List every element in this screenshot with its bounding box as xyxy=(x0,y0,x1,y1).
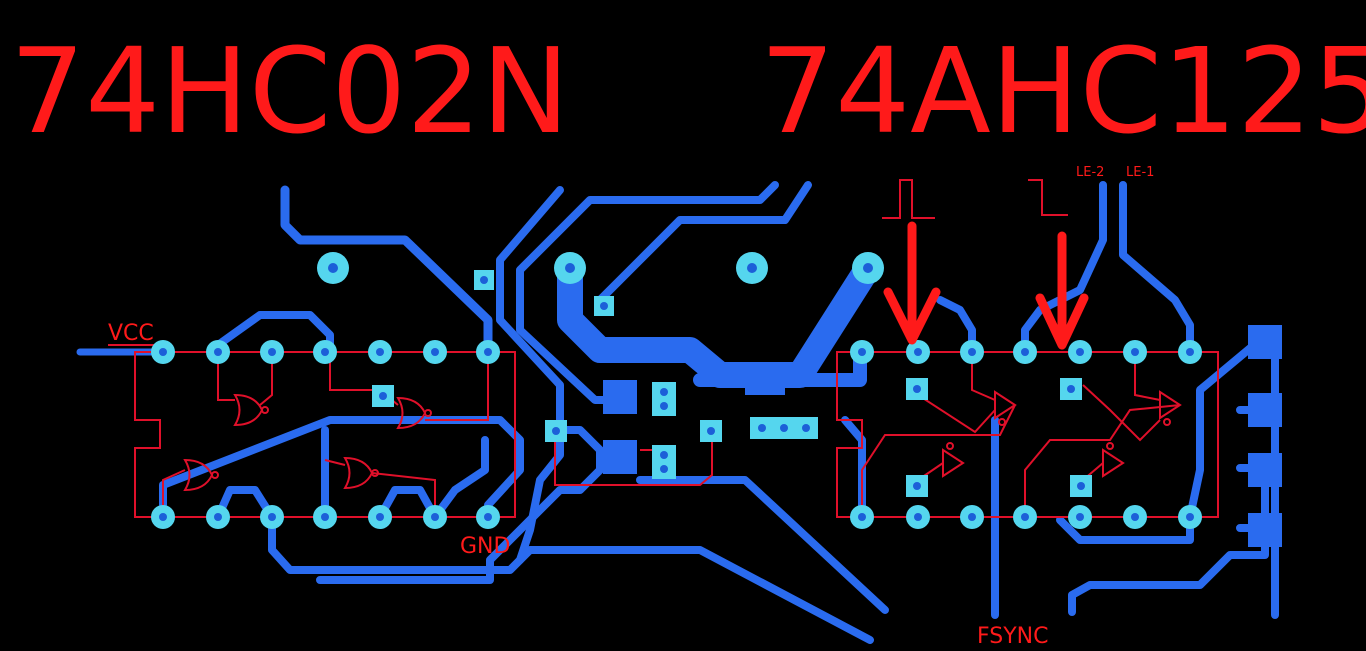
left-chip-title: 74HC02N xyxy=(10,22,570,160)
left-chip-pins xyxy=(151,340,500,529)
silkscreen-layer xyxy=(108,179,1219,518)
vias-and-pads xyxy=(317,252,1282,547)
right-chip-title: 74AHC125 xyxy=(760,22,1366,160)
buffer-symbols xyxy=(861,352,1182,517)
right-chip-outline xyxy=(836,351,1219,518)
fsync-label: FSYNC xyxy=(977,624,1049,649)
nor-gate-symbols xyxy=(162,352,489,517)
down-arrow-icon xyxy=(1035,231,1089,350)
pulse-symbol-left xyxy=(882,179,935,219)
left-chip-outline xyxy=(134,351,516,518)
vcc-label: VCC xyxy=(108,321,154,346)
le2-label: LE-2 xyxy=(1076,165,1104,180)
le1-label: LE-1 xyxy=(1126,165,1154,180)
pulse-symbol-right xyxy=(1028,179,1068,216)
right-chip-pins xyxy=(850,340,1202,529)
gnd-label: GND xyxy=(460,534,510,559)
annotation-arrows xyxy=(883,221,1089,350)
down-arrow-icon xyxy=(883,221,941,345)
